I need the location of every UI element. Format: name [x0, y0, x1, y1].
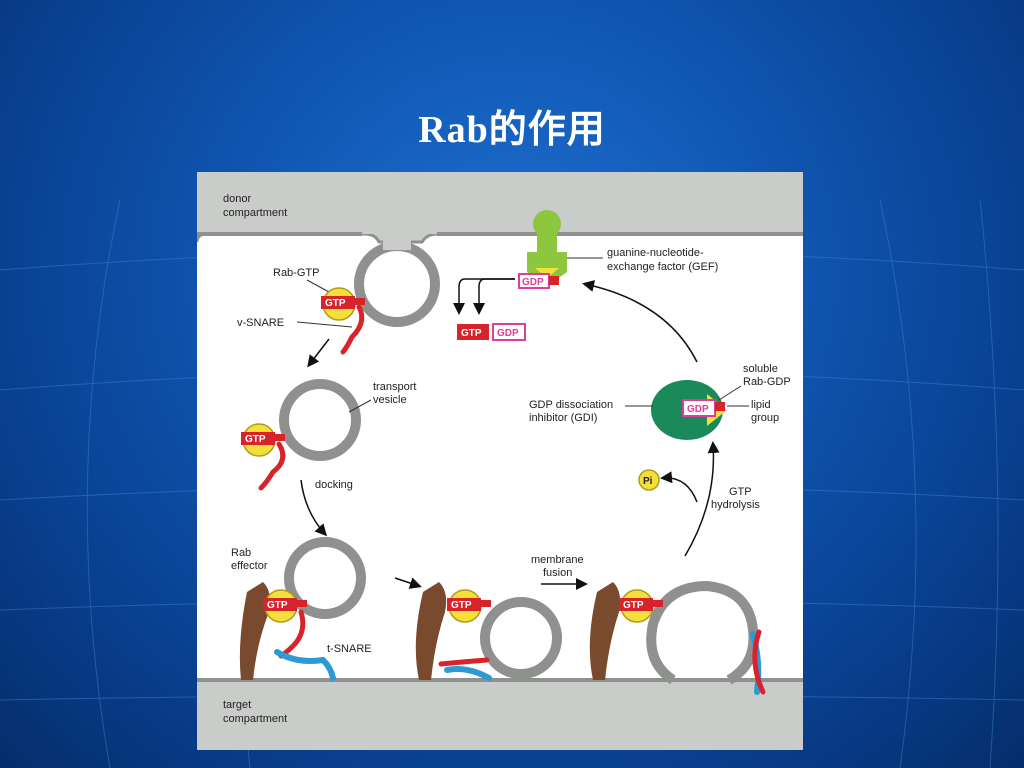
target-label-2: compartment — [223, 713, 287, 725]
snare-complex-1 — [438, 657, 490, 667]
v-snare-2 — [258, 441, 286, 491]
rab-cycle-diagram: donor compartment Rab-GTP GTP v-SNARE GTP… — [197, 172, 803, 750]
svg-text:guanine-nucleotide-exchange fa: guanine-nucleotide-exchange factor (GEF) — [607, 247, 718, 273]
donor-label-2: compartment — [223, 207, 287, 219]
v-snare-label: v-SNARE — [237, 317, 284, 329]
snare-complex-2 — [750, 631, 762, 695]
gtp-tag-3: GTP — [267, 600, 288, 611]
gtp-tag-4: GTP — [451, 600, 472, 611]
gtp-tag-5: GTP — [623, 600, 644, 611]
docking-vesicle — [284, 537, 366, 619]
gdp-tag-gdi: GDP — [687, 404, 709, 415]
transport-vesicle-label-1: transport — [373, 381, 416, 393]
gtp-tag-free: GTP — [461, 328, 482, 339]
gtp-tag-1: GTP — [325, 298, 346, 309]
docked-vesicle — [480, 597, 562, 679]
membrane-fusion-label-1: membrane — [531, 554, 584, 566]
budding-vesicle — [354, 241, 440, 327]
gef-label-1: guanine-nucleotide- — [607, 247, 704, 259]
t-snare-1 — [274, 649, 336, 681]
transport-vesicle-label-2: vesicle — [373, 394, 407, 406]
lipid-group-label-1: lipid — [751, 399, 771, 411]
donor-label-1: donor — [223, 193, 251, 205]
rab-effector-3 — [589, 582, 621, 680]
soluble-rab-gdp-label-2: Rab-GDP — [743, 376, 791, 388]
pi-molecule — [638, 469, 660, 491]
transport-vesicle — [279, 379, 361, 461]
membrane-fusion-label-2: fusion — [543, 567, 572, 579]
rab-effector-2 — [415, 582, 447, 680]
gef-label-2: exchange factor (GEF) — [607, 261, 718, 273]
t-snare-label: t-SNARE — [327, 643, 372, 655]
gdi-label-2: inhibitor (GDI) — [529, 412, 597, 424]
fusing-vesicle — [646, 580, 759, 685]
rab-gtp-label: Rab-GTP — [273, 267, 319, 279]
gdp-tag-free: GDP — [497, 328, 519, 339]
gtp-hydrolysis-label-2: hydrolysis — [711, 499, 760, 511]
rab-effector-1 — [239, 582, 271, 680]
gtp-hydrolysis-label-1: GTP — [729, 486, 752, 498]
pi-label: Pi — [643, 476, 653, 487]
docking-label: docking — [315, 479, 353, 491]
soluble-rab-gdp-label-1: soluble — [743, 363, 778, 375]
target-label-1: target — [223, 699, 251, 711]
rab-effector-label-2: effector — [231, 560, 268, 572]
rab-effector-label-1: Rab — [231, 547, 251, 559]
lipid-group-label-2: group — [751, 412, 779, 424]
target-compartment — [197, 680, 803, 750]
v-snare-1 — [340, 304, 365, 355]
gdp-tag-gef: GDP — [522, 277, 544, 288]
gtp-tag-2: GTP — [245, 434, 266, 445]
gdi-label-1: GDP dissociation — [529, 399, 613, 411]
slide-title: Rab的作用 — [418, 109, 606, 151]
diagram-canvas: donor compartment Rab-GTP GTP v-SNARE GTP… — [197, 172, 803, 750]
